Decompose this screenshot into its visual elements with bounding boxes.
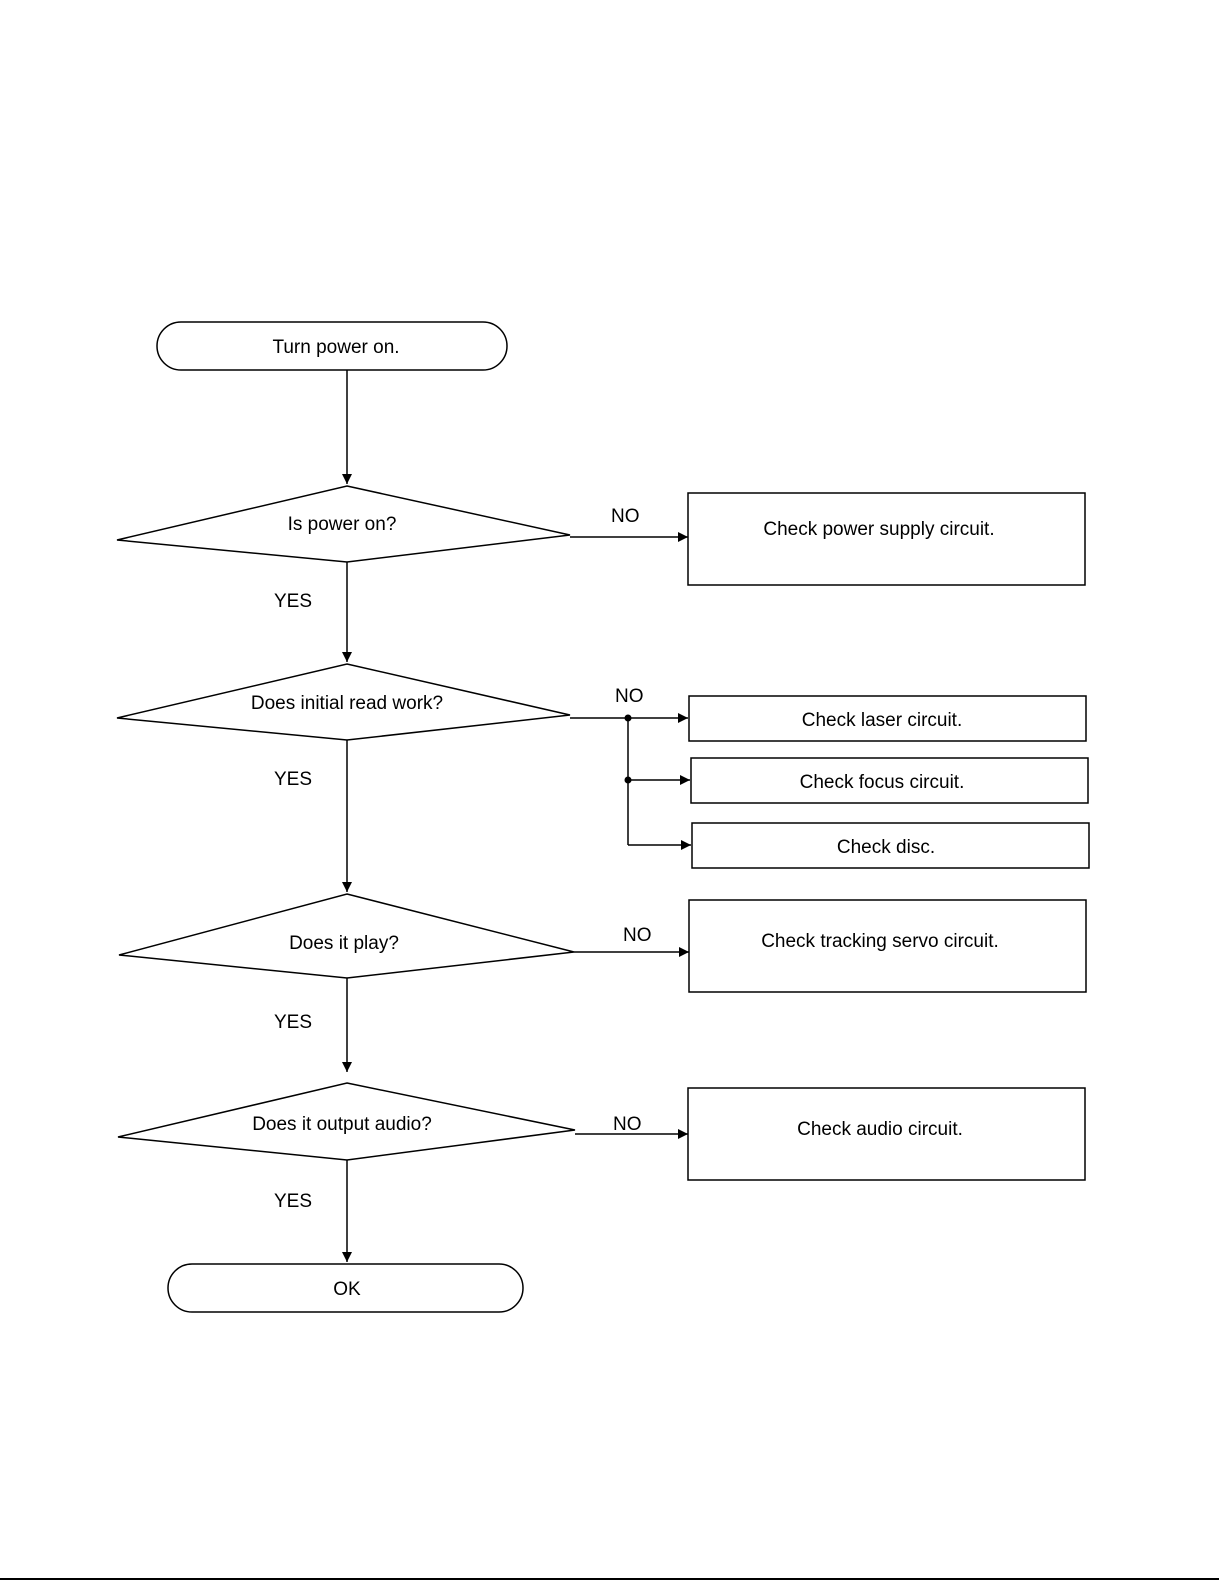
decision-play: Does it play? [119,894,574,978]
action-check-laser-label: Check laser circuit. [802,710,963,731]
decision-play-no-label: NO [623,925,652,946]
action-check-focus-label: Check focus circuit. [800,772,965,793]
page-bottom-rule [0,1578,1219,1580]
end-terminator: OK [168,1264,523,1312]
decision-play-yes-label: YES [274,1012,312,1033]
action-check-power-supply: Check power supply circuit. [688,493,1085,585]
junction-dot [625,777,632,784]
action-check-tracking-servo-label: Check tracking servo circuit. [761,931,999,952]
decision-power-yes-label: YES [274,591,312,612]
action-check-laser: Check laser circuit. [689,696,1086,741]
action-check-focus: Check focus circuit. [691,758,1088,803]
decision-audio-no-label: NO [613,1114,642,1135]
start-terminator: Turn power on. [157,322,507,370]
decision-initial-read: Does initial read work? [117,664,570,740]
decision-initial-read-yes-label: YES [274,769,312,790]
junction-dot [625,715,632,722]
action-check-audio: Check audio circuit. [688,1088,1085,1180]
decision-power: Is power on? [117,486,570,562]
action-check-power-supply-label: Check power supply circuit. [763,519,994,540]
decision-power-question: Is power on? [288,514,397,535]
start-label: Turn power on. [272,337,399,358]
action-check-disc: Check disc. [692,823,1089,868]
end-label: OK [333,1279,361,1300]
decision-initial-read-question: Does initial read work? [251,693,443,714]
action-check-tracking-servo: Check tracking servo circuit. [689,900,1086,992]
decision-play-question: Does it play? [289,933,399,954]
decision-audio-yes-label: YES [274,1191,312,1212]
action-check-audio-label: Check audio circuit. [797,1119,963,1140]
decision-initial-read-no-label: NO [615,686,644,707]
decision-audio-question: Does it output audio? [252,1114,432,1135]
decision-power-no-label: NO [611,506,640,527]
decision-audio: Does it output audio? [118,1083,575,1160]
action-check-disc-label: Check disc. [837,837,935,858]
